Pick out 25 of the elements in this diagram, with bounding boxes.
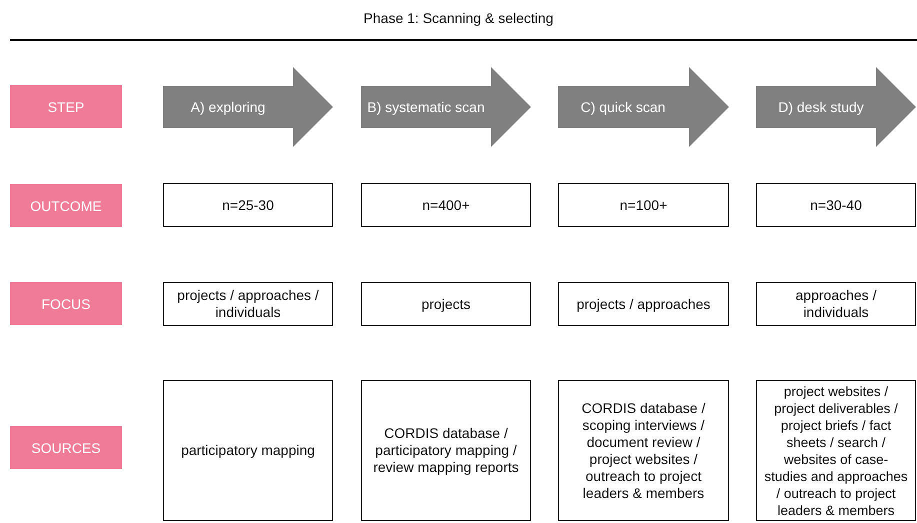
table-cell: project websites / project deliverables / project briefs / fact sheets / search / websites of case-studies and approaches / outreach to project leaders & members (756, 380, 916, 521)
step-label: D) desk study (777, 99, 865, 115)
table-cell: projects / approaches / individuals (163, 282, 333, 326)
table-cell: participatory mapping (163, 380, 333, 521)
step-label: C) quick scan (580, 99, 666, 115)
table-cell: n=100+ (558, 183, 729, 227)
table-cell: projects (361, 282, 531, 326)
table-cell: CORDIS database / participatory mapping / review mapping reports (361, 380, 531, 521)
step-label: B) systematic scan (366, 99, 486, 115)
step-arrow-shape (756, 67, 916, 147)
step-arrow-shape (163, 67, 333, 147)
step-arrow-shape (558, 67, 729, 147)
row-label: STEP (48, 98, 84, 114)
row-label: FOCUS (42, 296, 90, 312)
step-label: A) exploring (190, 99, 266, 115)
step-arrow-shape (361, 67, 531, 147)
row-label: OUTCOME (30, 198, 102, 214)
row-label: SOURCES (31, 440, 101, 456)
table-cell: projects / approaches (558, 282, 729, 326)
table-cell: CORDIS database / scoping interviews / document review / project websites / outreach to project leaders & members (558, 380, 729, 521)
table-cell: n=30-40 (756, 183, 916, 227)
table-cell: n=25-30 (163, 183, 333, 227)
table-cell: approaches / individuals (756, 282, 916, 326)
table-cell: n=400+ (361, 183, 531, 227)
title: Phase 1: Scanning & selecting (362, 10, 554, 26)
